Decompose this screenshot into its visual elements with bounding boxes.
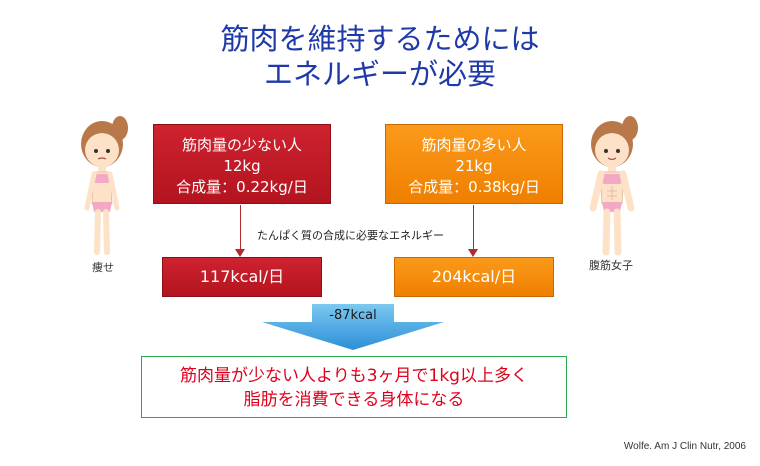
high-muscle-box: 筋肉量の多い人 21kg 合成量：0.38kg/日 — [385, 124, 563, 204]
title-line-2: エネルギーが必要 — [263, 57, 496, 91]
energy-note: たんぱく質の合成に必要なエネルギー — [257, 229, 444, 242]
low-muscle-box: 筋肉量の少ない人 12kg 合成量：0.22kg/日 — [153, 124, 331, 204]
low-muscle-synthesis: 合成量：0.22kg/日 — [176, 178, 308, 196]
low-muscle-heading: 筋肉量の少ない人 — [181, 136, 302, 154]
difference-label: -87kcal — [329, 308, 377, 323]
title-line-1: 筋肉を維持するためには — [220, 22, 540, 56]
low-muscle-energy-box: 117kcal/日 — [162, 257, 322, 297]
high-muscle-heading: 筋肉量の多い人 — [421, 136, 527, 154]
fit-girl-illustration — [589, 116, 638, 256]
high-muscle-synthesis: 合成量：0.38kg/日 — [408, 178, 540, 196]
difference-arrow — [262, 304, 444, 350]
right-down-arrow-line — [473, 205, 474, 250]
thin-girl-illustration — [81, 116, 128, 255]
left-down-arrow-head — [235, 249, 245, 257]
low-muscle-mass: 12kg — [223, 157, 261, 175]
result-line-2: 脂肪を消費できる身体になる — [243, 390, 465, 410]
left-down-arrow-line — [240, 205, 241, 250]
left-figure-label: 痩せ — [92, 261, 114, 274]
right-figure-label: 腹筋女子 — [589, 259, 633, 272]
result-box: 筋肉量が少ない人よりも3ヶ月で1kg以上多く 脂肪を消費できる身体になる — [141, 356, 567, 418]
citation: Wolfe. Am J Clin Nutr, 2006 — [623, 441, 746, 452]
high-muscle-energy-box: 204kcal/日 — [394, 257, 554, 297]
high-muscle-mass: 21kg — [455, 157, 493, 175]
right-down-arrow-head — [468, 249, 478, 257]
result-line-1: 筋肉量が少ない人よりも3ヶ月で1kg以上多く — [180, 366, 528, 386]
